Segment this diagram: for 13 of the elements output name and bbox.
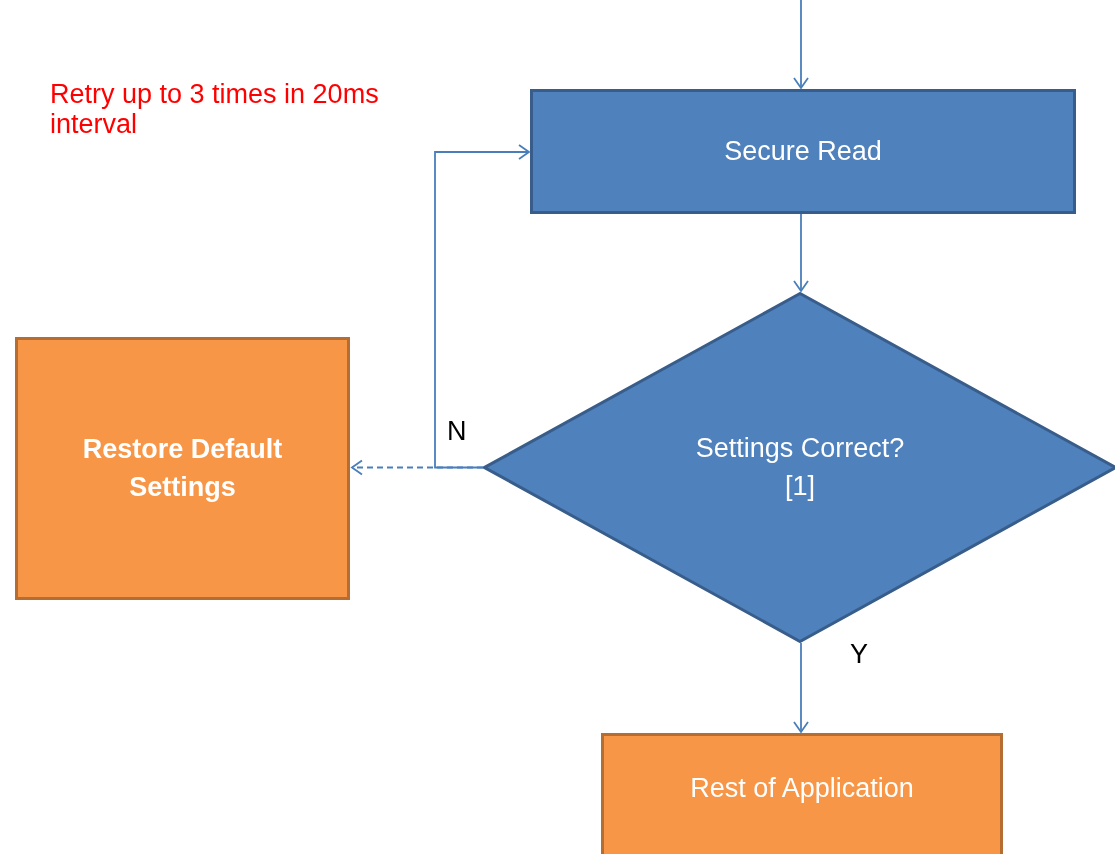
process-box <box>530 89 1076 214</box>
arrow <box>434 144 530 469</box>
node-label: Settings Correct? [1] <box>694 431 906 503</box>
process-box <box>601 733 1003 854</box>
arrow <box>793 642 809 733</box>
node-label: Rest of Application <box>690 772 914 806</box>
decision-diamond <box>483 292 1115 643</box>
node-label: Secure Read <box>724 134 882 168</box>
process-box <box>15 337 350 600</box>
arrow <box>793 213 809 292</box>
node-label: Restore Default Settings <box>81 432 284 504</box>
arrow <box>793 0 809 89</box>
dashed-arrow <box>351 459 484 476</box>
